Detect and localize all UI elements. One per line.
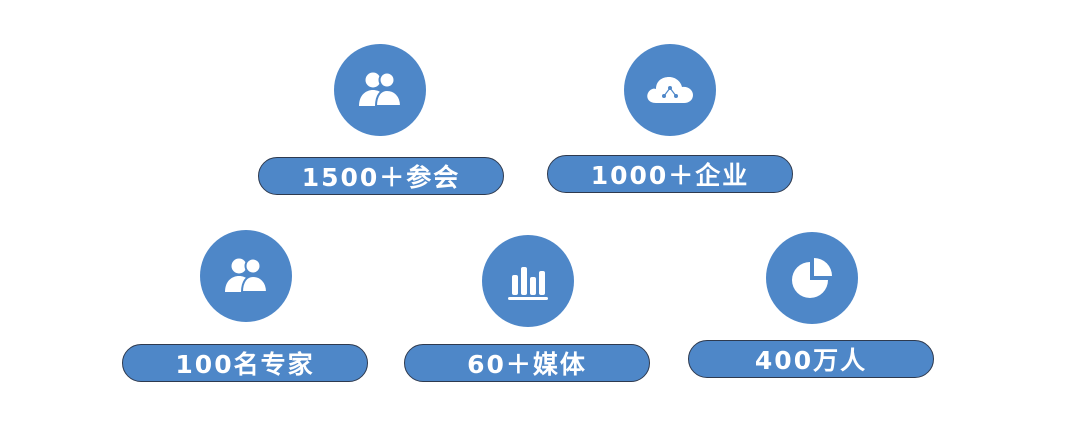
stat-label: 100名专家	[175, 350, 315, 379]
stat-badge-companies: 1000＋企业	[547, 155, 793, 193]
pie-chart-icon	[766, 232, 858, 324]
users-icon	[334, 44, 426, 136]
stat-badge-audience: 400万人	[688, 340, 934, 378]
stat-badge-attendees: 1500＋参会	[258, 157, 504, 195]
stat-label: 400万人	[754, 346, 868, 375]
bar-chart-icon	[482, 235, 574, 327]
stat-badge-media: 60＋媒体	[404, 344, 650, 382]
cloud-network-icon	[624, 44, 716, 136]
stat-label: 1500＋参会	[301, 163, 461, 192]
stat-label: 60＋媒体	[467, 350, 587, 379]
stat-label: 1000＋企业	[590, 161, 750, 190]
users-icon	[200, 230, 292, 322]
stat-badge-experts: 100名专家	[122, 344, 368, 382]
